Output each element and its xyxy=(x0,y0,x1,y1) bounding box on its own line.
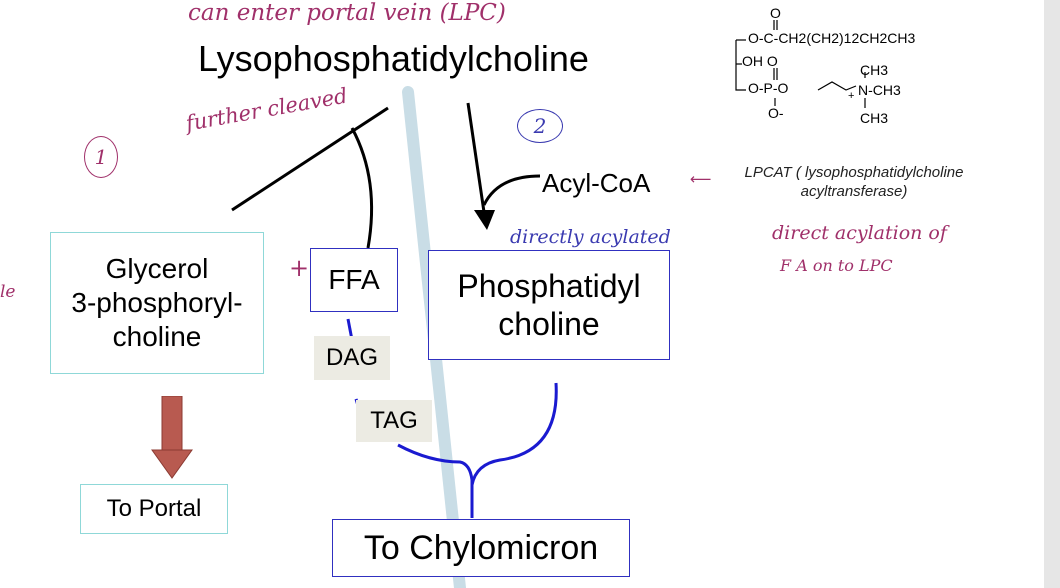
phosphatidylcholine-label: Phosphatidyl choline xyxy=(457,268,641,342)
glycerol-3-phosphorylcholine-box: Glycerol 3-phosphoryl- choline xyxy=(50,232,264,374)
structure-row3: O-P-O xyxy=(748,80,789,96)
handwriting-top: can enter portal vein (LPC) xyxy=(188,0,506,26)
phosphatidylcholine-box: Phosphatidyl choline xyxy=(428,250,670,360)
structure-plus: + xyxy=(848,90,855,102)
to-chylomicron-box: To Chylomicron xyxy=(332,519,630,577)
to-portal-label: To Portal xyxy=(106,495,202,522)
structure-row2: OH O xyxy=(742,53,778,69)
structure-oxide: O- xyxy=(768,105,784,121)
handwriting-plus: + xyxy=(289,254,310,282)
circle-two-label: 2 xyxy=(533,114,547,138)
handwriting-circle-one: 1 xyxy=(84,136,118,178)
circle-one-label: 1 xyxy=(94,145,108,169)
handwriting-directly-acylated: directly acylated xyxy=(510,226,671,248)
handwriting-direct-acylation-1: direct acylation of xyxy=(772,222,947,244)
tag-label: TAG xyxy=(356,400,432,442)
to-chylomicron-label: To Chylomicron xyxy=(363,528,599,567)
page-title: Lysophosphatidylcholine xyxy=(198,38,589,79)
structure-methyl-top: CH3 xyxy=(860,62,889,78)
to-portal-box: To Portal xyxy=(80,484,228,534)
structure-carbonyl-o: O xyxy=(770,5,781,21)
glycerol-label: Glycerol 3-phosphoryl- choline xyxy=(71,253,243,352)
acyl-coa-label: Acyl-CoA xyxy=(542,168,651,198)
lpc-structure-lines xyxy=(735,20,866,108)
handwriting-direct-acylation-2: F A on to LPC xyxy=(780,256,893,275)
ffa-box: FFA xyxy=(310,248,398,312)
dag-label: DAG xyxy=(314,336,390,380)
lpcat-note: LPCAT ( lysophosphatidylcholine acyltran… xyxy=(744,164,964,200)
structure-methyl-bottom: CH3 xyxy=(860,110,889,126)
handwriting-left-edge: le xyxy=(0,282,16,302)
ffa-label: FFA xyxy=(328,264,380,295)
portal-arrow xyxy=(151,396,193,479)
structure-nitrogen: N-CH3 xyxy=(858,82,901,98)
handwriting-circle-two: 2 xyxy=(517,109,563,143)
structure-row1: O-C-CH2(CH2)12CH2CH3 xyxy=(748,30,916,46)
arrow-left-icon: ⟵ xyxy=(690,171,712,188)
scrollbar-track[interactable] xyxy=(1044,0,1060,588)
